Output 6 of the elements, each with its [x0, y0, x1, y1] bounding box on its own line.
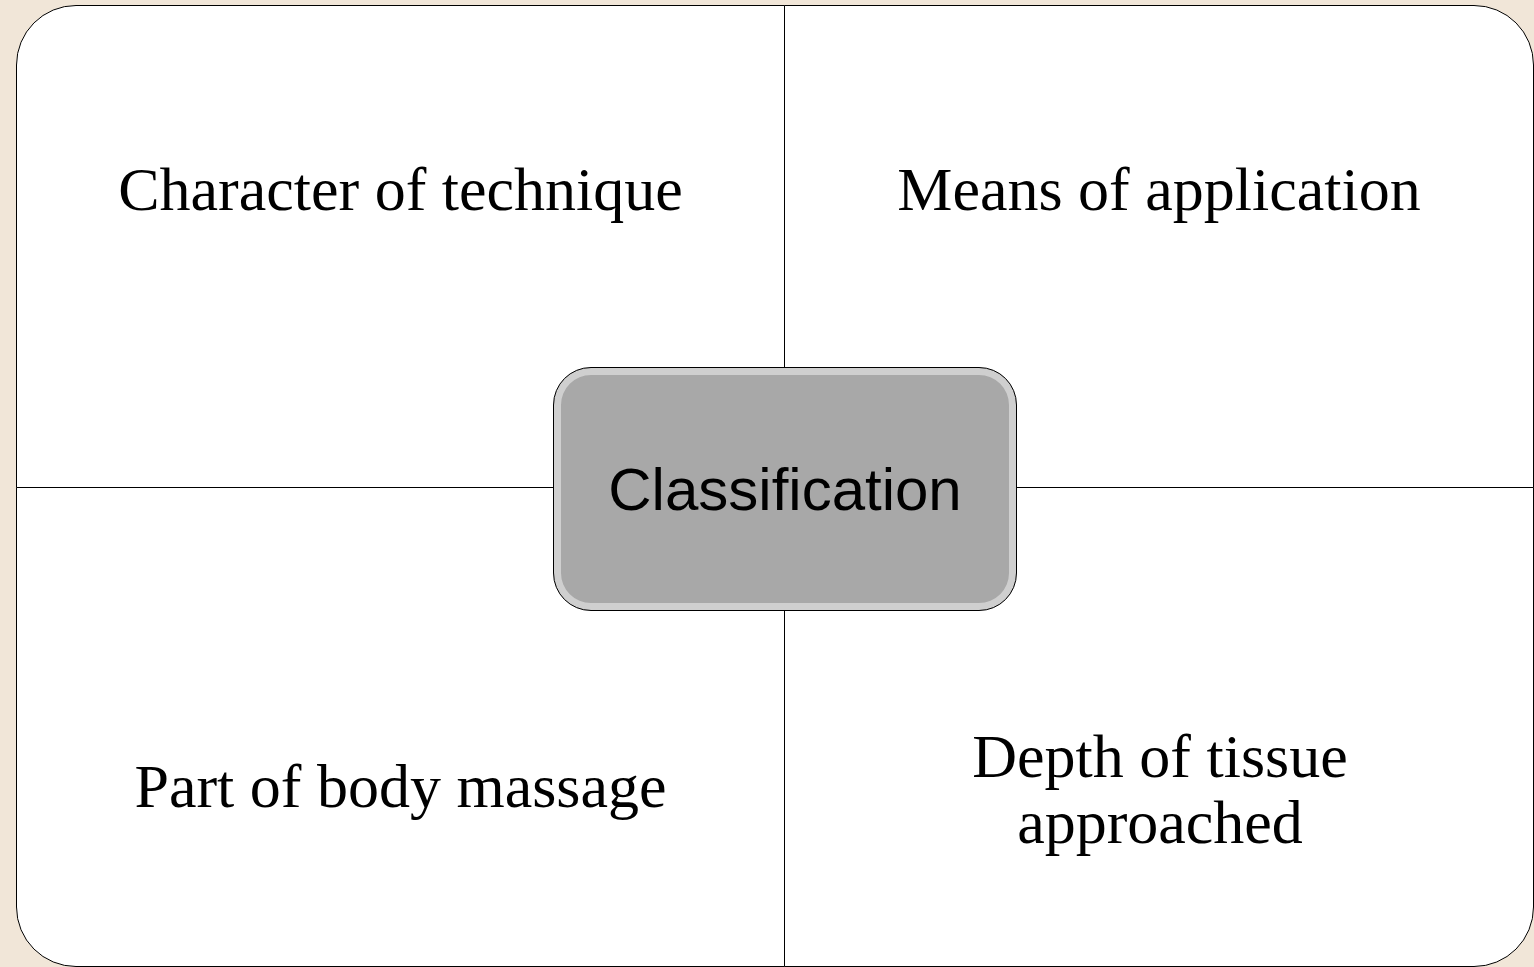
quadrant-label: Depth of tissue approached	[971, 723, 1349, 855]
quadrant-label: Character of technique	[118, 156, 683, 222]
center-label: Classification	[608, 454, 962, 524]
quadrant-label: Means of application	[897, 156, 1421, 222]
center-box	[553, 367, 1017, 611]
quadrant-label: Part of body massage	[134, 753, 667, 819]
